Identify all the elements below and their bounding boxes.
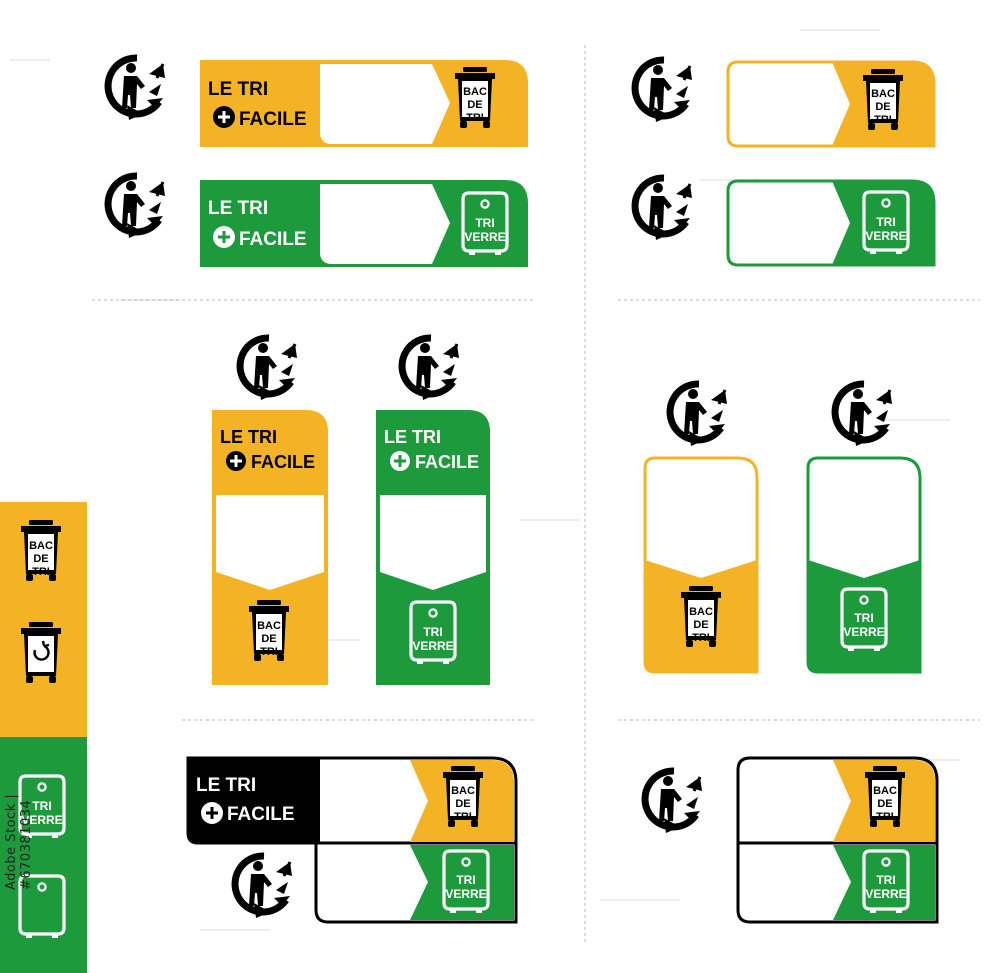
- dividers: [92, 45, 980, 945]
- horizontal-outline-yellow: BAC DE TRI: [635, 60, 936, 148]
- tri-text: TRI: [456, 873, 475, 887]
- bac-text: BAC: [257, 620, 281, 632]
- facile-text: FACILE: [251, 452, 315, 472]
- le-tri-text: LE TRI: [384, 427, 441, 447]
- tri-text: TRI: [32, 799, 51, 813]
- recycling-bin-icon: [21, 622, 61, 683]
- stock-id-text: Adobe Stock | #670381034: [4, 793, 34, 890]
- combined-label-outline: BAC DE TRI TRI VERRE: [645, 756, 939, 924]
- bac-text: BAC: [873, 785, 897, 797]
- de-text: DE: [875, 101, 890, 113]
- verre-text: VERRE: [412, 639, 453, 653]
- tri-text: TRI: [466, 112, 484, 124]
- verre-text: VERRE: [445, 887, 486, 901]
- facile-text: FACILE: [415, 452, 479, 472]
- tri-text: TRI: [454, 811, 472, 823]
- vertical-label-green: LE TRI FACILE TRI VERRE: [376, 338, 490, 685]
- tri-text: TRI: [854, 611, 873, 625]
- bac-text: BAC: [689, 606, 713, 618]
- tri-text: TRI: [876, 811, 894, 823]
- vertical-label-yellow: LE TRI FACILE BAC DE TRI: [212, 338, 328, 685]
- vertical-outline-green: TRI VERRE: [806, 384, 922, 674]
- facile-text: FACILE: [227, 804, 295, 825]
- verre-text: VERRE: [464, 230, 505, 244]
- tri-text: TRI: [475, 216, 494, 230]
- tri-text: TRI: [874, 114, 892, 126]
- de-text: DE: [467, 99, 482, 111]
- combined-label-color: LE TRI FACILE BAC DE TRI TRI VERRE: [186, 756, 518, 924]
- le-tri-text: LE TRI: [208, 79, 268, 100]
- tri-text: TRI: [692, 632, 710, 644]
- verre-text: VERRE: [865, 229, 906, 243]
- tri-text: TRI: [423, 625, 442, 639]
- verre-text: VERRE: [843, 625, 884, 639]
- tri-text: TRI: [876, 873, 895, 887]
- icon-strip: BAC DE TRI TRI VERRE: [0, 502, 87, 973]
- le-tri-text: LE TRI: [220, 427, 277, 447]
- triman-icon: [645, 771, 702, 833]
- le-tri-text: LE TRI: [196, 775, 256, 796]
- triman-icon: [108, 176, 165, 238]
- triman-icon: [635, 178, 692, 240]
- triman-icon: [635, 60, 692, 122]
- verre-text: VERRE: [865, 887, 906, 901]
- horizontal-outline-green: TRI VERRE: [635, 178, 936, 267]
- triman-icon: [108, 58, 165, 120]
- vertical-outline-yellow: BAC DE TRI: [643, 384, 759, 674]
- tri-text: TRI: [876, 215, 895, 229]
- tri-text: TRI: [260, 646, 278, 658]
- background-pattern: [10, 29, 960, 931]
- triman-icon: [240, 338, 297, 400]
- le-tri-text: LE TRI: [208, 198, 268, 219]
- verre-text: VERRE: [21, 813, 62, 827]
- bac-text: BAC: [451, 785, 475, 797]
- triman-icon: [835, 384, 892, 446]
- de-text: DE: [693, 619, 708, 631]
- de-text: DE: [877, 798, 892, 810]
- triman-icon: [670, 384, 727, 446]
- triman-icon: [402, 338, 459, 400]
- bac-text: BAC: [871, 88, 895, 100]
- facile-text: FACILE: [239, 109, 307, 130]
- horizontal-label-green: LE TRI FACILE TRI VERRE: [108, 176, 528, 267]
- horizontal-label-yellow: LE TRI FACILE BAC DE TRI: [108, 58, 528, 147]
- de-text: DE: [455, 798, 470, 810]
- tri-text: TRI: [32, 566, 50, 578]
- bac-text: BAC: [29, 540, 53, 552]
- facile-text: FACILE: [239, 229, 307, 250]
- bac-text: BAC: [463, 86, 487, 98]
- de-text: DE: [261, 633, 276, 645]
- triman-icon: [235, 856, 292, 918]
- de-text: DE: [33, 553, 48, 565]
